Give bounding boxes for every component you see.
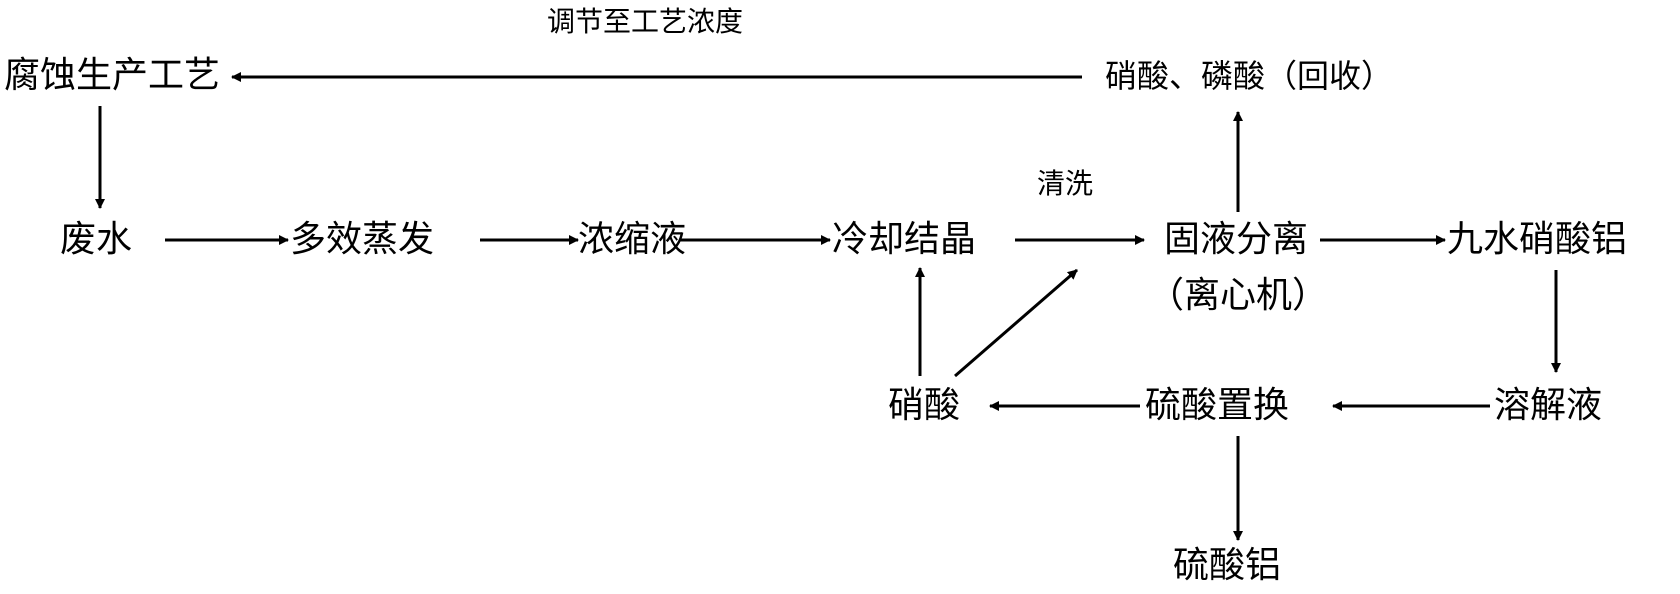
aluminum-nitrate-node: 九水硝酸铝 — [1447, 219, 1628, 260]
recovered-acids-node: 硝酸、磷酸（回收） — [1105, 57, 1394, 95]
sulfuric-acid-replacement-node: 硫酸置换 — [1145, 385, 1290, 426]
etching-process-node: 腐蚀生产工艺 — [4, 55, 221, 96]
centrifuge-label: （离心机） — [1148, 275, 1329, 316]
aluminum-sulfate-node: 硫酸铝 — [1173, 545, 1282, 586]
arrow-nitric-to-washing — [954, 268, 1078, 378]
cooling-crystallization-node: 冷却结晶 — [832, 219, 977, 260]
concentrate-node: 浓缩液 — [578, 219, 687, 260]
wastewater-node: 废水 — [60, 219, 133, 260]
nitric-acid-node: 硝酸 — [888, 385, 961, 426]
adjust-concentration-label: 调节至工艺浓度 — [547, 5, 744, 38]
dissolved-solution-node: 溶解液 — [1494, 385, 1603, 426]
solid-liquid-separation-node: 固液分离 — [1164, 219, 1309, 260]
washing-label: 清洗 — [1037, 167, 1094, 200]
multi-effect-evaporation-node: 多效蒸发 — [290, 219, 435, 260]
